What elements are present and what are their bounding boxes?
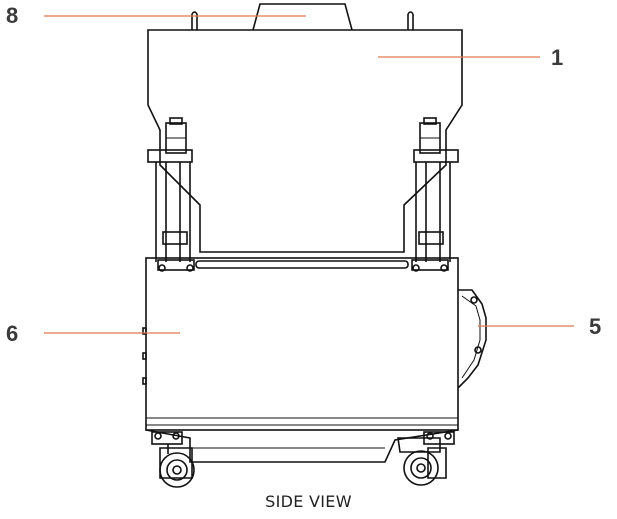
lower-cabinet (145, 257, 459, 431)
top-knobs (191, 11, 414, 30)
callout-number-6: 6 (6, 321, 19, 346)
right-latch (411, 117, 459, 272)
upper-hopper (147, 29, 463, 253)
right-caster-wheel (397, 431, 455, 486)
callout-number-1: 1 (551, 45, 564, 70)
side-protrusion (457, 289, 487, 389)
left-latch (147, 117, 195, 272)
callout-number-5: 5 (589, 314, 602, 339)
left-caster-wheel (151, 431, 195, 488)
top-lid (252, 3, 353, 31)
callout-number-8: 8 (6, 3, 19, 28)
connecting-bar (195, 260, 409, 269)
view-caption: SIDE VIEW (265, 492, 352, 511)
